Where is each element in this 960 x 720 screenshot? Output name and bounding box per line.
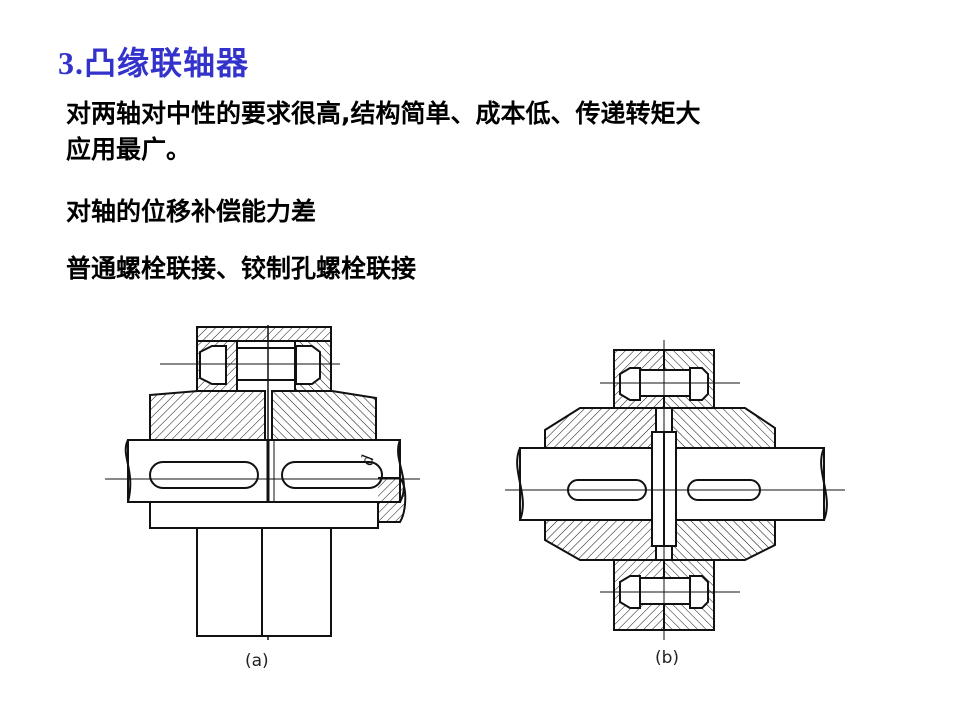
paragraph-application: 应用最广。 xyxy=(66,135,192,164)
drawing-b xyxy=(505,340,845,640)
dimension-label-d: d xyxy=(357,453,377,466)
paragraph-compensation: 对轴的位移补偿能力差 xyxy=(66,197,317,226)
paragraph-requirements: 对两轴对中性的要求很高,结构简单、成本低、传递转矩大 xyxy=(66,99,701,128)
caption-figure-b: (b) xyxy=(655,648,680,668)
drawing-a xyxy=(105,325,420,640)
slide-title: 3.凸缘联轴器 xyxy=(58,45,250,81)
paragraph-bolt-types: 普通螺栓联接、铰制孔螺栓联接 xyxy=(66,254,417,283)
caption-figure-a: (a) xyxy=(245,651,269,671)
flange-coupling-drawing: d xyxy=(105,325,845,640)
